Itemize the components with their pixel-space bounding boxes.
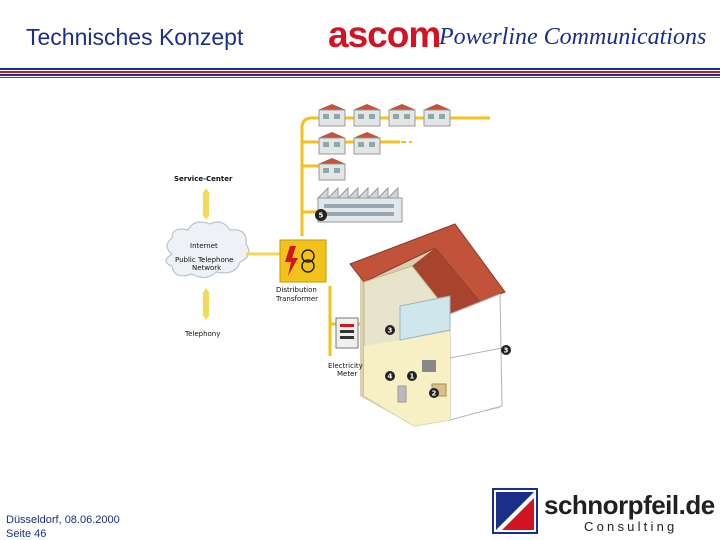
transformer-box	[279, 239, 327, 283]
marker-5	[315, 209, 327, 221]
ascom-logo: ascom	[328, 14, 441, 55]
internet-label: Internet	[190, 242, 218, 250]
service-center-label: Service-Center	[174, 175, 233, 183]
marker-2	[429, 388, 439, 398]
meter-label-line1: Electricity	[328, 362, 363, 370]
schnorpfeil-logo-icon	[492, 488, 538, 534]
houses-row-middle	[318, 132, 381, 181]
header-rule-blue-2	[0, 74, 720, 76]
meter-label-line2: Meter	[337, 370, 357, 378]
footer-page-number: Seite 46	[6, 528, 47, 540]
marker-1	[407, 371, 417, 381]
marker-4	[385, 371, 395, 381]
arrow-cloud-telephony	[202, 288, 210, 320]
marker-2-label: 2	[432, 390, 437, 398]
marker-5-label: 5	[319, 212, 324, 220]
powerline-diagram: Service-Center Internet Public Telephone…	[165, 104, 511, 427]
marker-4-label: 4	[388, 373, 393, 381]
pstn-label-line1: Public Telephone	[175, 256, 234, 264]
distribution-label-line1: Distribution	[276, 286, 317, 294]
factory-building	[316, 186, 403, 223]
logo-name: schnorpfeil.de	[544, 490, 715, 520]
logo-subtitle: Consulting	[584, 519, 678, 534]
footer-date: Düsseldorf, 08.06.2000	[6, 514, 120, 526]
brand-tagline: Powerline Communications	[439, 24, 707, 50]
telephony-label: Telephony	[184, 330, 220, 338]
marker-1-label: 1	[410, 373, 415, 381]
power-line-dashes	[385, 117, 490, 143]
arrow-service-internet	[202, 188, 210, 220]
header-rule-blue-1	[0, 68, 720, 70]
marker-3-right-label: 3	[504, 347, 509, 355]
electricity-meter	[335, 317, 359, 349]
header-rule-red-2	[0, 77, 720, 78]
marker-3-left-label: 3	[388, 327, 393, 335]
page-title: Technisches Konzept	[26, 24, 244, 50]
marker-3-right	[501, 345, 511, 355]
cutaway-house	[349, 223, 506, 427]
pstn-label-line2: Network	[192, 264, 222, 272]
distribution-label-line2: Transformer	[275, 295, 318, 303]
internet-cloud	[165, 221, 250, 279]
marker-3-left	[385, 325, 395, 335]
houses-row-top	[318, 104, 451, 127]
header-rule-red-1	[0, 71, 720, 73]
